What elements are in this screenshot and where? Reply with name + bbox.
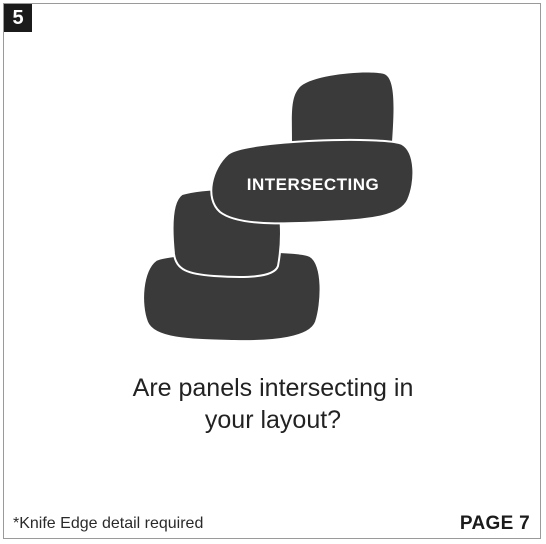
slide-card: 5 INTERSECTING Are panels intersecting i… xyxy=(3,3,541,539)
panel-bottom-large-shape xyxy=(142,250,322,343)
panel-middle-left-shape xyxy=(171,187,282,278)
panel-top-right-shape xyxy=(291,72,394,142)
question-line-2: your layout? xyxy=(204,406,342,434)
page-number: PAGE 7 xyxy=(459,513,530,534)
question-text: Are panels intersecting in your layout? xyxy=(44,372,502,436)
step-number: 5 xyxy=(12,7,24,29)
footnote: *Knife Edge detail required xyxy=(13,515,204,532)
panel-label: INTERSECTING xyxy=(247,175,380,194)
intersecting-panels-illustration: INTERSECTING xyxy=(142,72,415,343)
question-line-1: Are panels intersecting in xyxy=(132,374,414,402)
step-number-badge: 5 xyxy=(4,4,32,32)
panel-intersecting-shape xyxy=(210,138,415,225)
